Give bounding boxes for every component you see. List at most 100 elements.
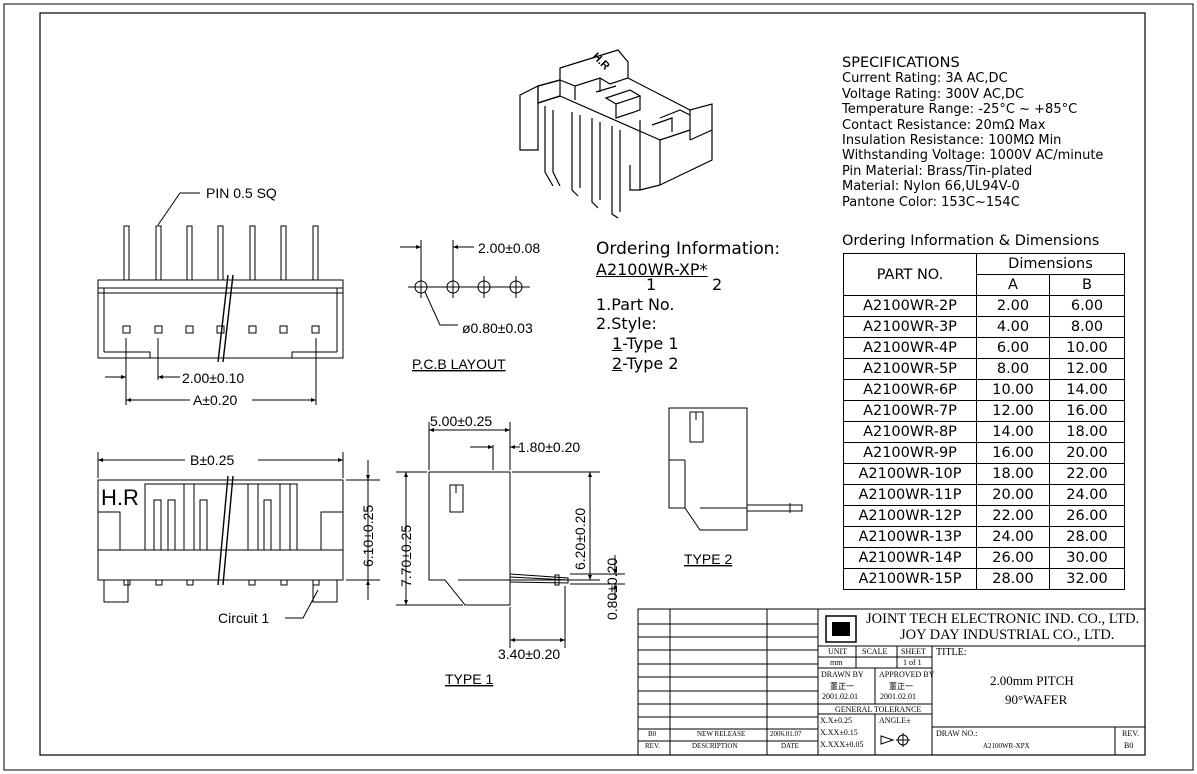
rev-value: B0: [1124, 741, 1134, 750]
bottom-view: [97, 452, 380, 619]
pitch-top-dim: 2.00±0.10: [182, 370, 244, 386]
approved-by-label: APPROVED BY: [879, 670, 935, 679]
d080-dim: 0.80±0.20: [604, 558, 620, 620]
pcb-layout: [400, 240, 530, 326]
front-view: [97, 192, 344, 405]
draw-no-value: A2100WR-XPX: [983, 742, 1030, 750]
spec-line: Insulation Resistance: 100MΩ Min: [842, 133, 1062, 149]
ordering-index-2: 2: [712, 275, 723, 295]
angle-symbol: [880, 733, 910, 747]
ordering-line-2: 2.Style:: [596, 314, 657, 334]
h610-dim: 6.10±0.25: [360, 505, 376, 567]
tolerance-3: X.XXX±0.05: [820, 740, 864, 749]
d770-dim: 7.70±0.25: [398, 525, 414, 587]
type1-view: [396, 422, 625, 648]
drawn-by-name: 董正一: [830, 682, 854, 691]
d620-dim: 6.20±0.20: [572, 508, 588, 570]
company-name-1: JOINT TECH ELECTRONIC IND. CO., LTD.: [866, 611, 1140, 627]
specifications-block: SPECIFICATIONS Current Rating: 3A AC,DC …: [842, 55, 1104, 210]
outer-border: [3, 3, 1194, 771]
drawn-by-label: DRAWN BY: [821, 670, 864, 679]
isometric-view: [519, 49, 713, 219]
draw-no-label: DRAW NO.:: [936, 729, 978, 738]
title-block-lines: [637, 608, 1146, 756]
spec-line: Contact Resistance: 20mΩ Max: [842, 117, 1046, 133]
ordering-code: A2100WR-XP: [596, 259, 700, 279]
desc-entry: NEW RELEASE: [697, 730, 746, 738]
rev-entry: B0: [648, 730, 657, 738]
b-dim: B±0.25: [190, 452, 234, 468]
part-no-header: PART NO.: [843, 253, 977, 296]
spec-line: Current Rating: 3A AC,DC: [842, 71, 1008, 87]
general-tolerance-label: GENERAL TOLERANCE: [835, 705, 922, 714]
spec-line: Pantone Color: 153C~154C: [842, 194, 1020, 210]
d500-dim: 5.00±0.25: [430, 413, 492, 429]
inner-border: [39, 12, 1146, 756]
pcb-pitch-dim: 2.00±0.08: [478, 240, 540, 256]
drawn-date: 2001.02.01: [822, 692, 858, 701]
approved-date: 2001.02.01: [880, 692, 916, 701]
ordering-code-star: *: [699, 259, 708, 279]
spec-line: Temperature Range: -25°C ~ +85°C: [842, 102, 1078, 118]
unit-value: mm: [830, 658, 843, 667]
col-rev-header: REV.: [645, 742, 660, 750]
pin-label: PIN 0.5 SQ: [206, 185, 277, 201]
dimensions-header: Dimensions: [976, 253, 1125, 275]
drawing-title-2: 90°WAFER: [1005, 692, 1068, 707]
drawing-title-1: 2.00mm PITCH: [990, 673, 1074, 688]
pcb-hole-dim: ø0.80±0.03: [462, 320, 533, 336]
ordering-type-1: 1-Type 1: [612, 333, 679, 353]
type2-label: TYPE 2: [684, 551, 732, 567]
approved-by-name: 董正一: [889, 682, 913, 691]
type1-label: TYPE 1: [445, 671, 493, 687]
rev-label: REV.: [1122, 729, 1139, 738]
ordering-info-title: Ordering Information:: [596, 239, 781, 259]
col-a-header: A: [976, 274, 1050, 296]
spec-line: Pin Material: Brass/Tin-plated: [842, 163, 1033, 179]
unit-label: UNIT: [828, 647, 848, 656]
scale-label: SCALE: [862, 647, 888, 656]
date-entry: 2006.01.07: [770, 730, 802, 738]
ordering-type-2: 2-Type 2: [612, 353, 679, 373]
spec-line: Voltage Rating: 300V AC,DC: [842, 86, 1025, 102]
angle-label: ANGLE±: [879, 716, 911, 725]
d180-dim: 1.80±0.20: [518, 439, 580, 455]
tolerance-1: X.X±0.25: [820, 716, 852, 725]
spec-line: Material: Nylon 66,UL94V-0: [842, 179, 1020, 195]
type2-view: [668, 407, 803, 531]
sheet-label: SHEET: [901, 647, 926, 656]
hr-mark: H.R: [101, 485, 139, 510]
circuit-label: Circuit 1: [218, 610, 270, 626]
ordering-code-line: A2100WR-XP*: [596, 260, 780, 280]
iso-hr-mark: H.R: [590, 51, 612, 73]
col-b-header: B: [1049, 274, 1125, 296]
ordering-table-title: Ordering Information & Dimensions: [842, 233, 1100, 249]
title-label: TITLE:: [936, 647, 967, 658]
spec-title: SPECIFICATIONS: [842, 55, 960, 71]
d340-dim: 3.40±0.20: [498, 646, 560, 662]
tolerance-2: X.XX±0.15: [820, 728, 858, 737]
pcb-layout-label: P.C.B LAYOUT: [412, 356, 506, 372]
ordering-index-1: 1: [646, 275, 657, 295]
col-desc-header: DESCRIPTION: [692, 742, 738, 750]
spec-line: Withstanding Voltage: 1000V AC/minute: [842, 148, 1104, 164]
a-dim: A±0.20: [193, 392, 237, 408]
ordering-line-1: 1.Part No.: [596, 294, 675, 314]
